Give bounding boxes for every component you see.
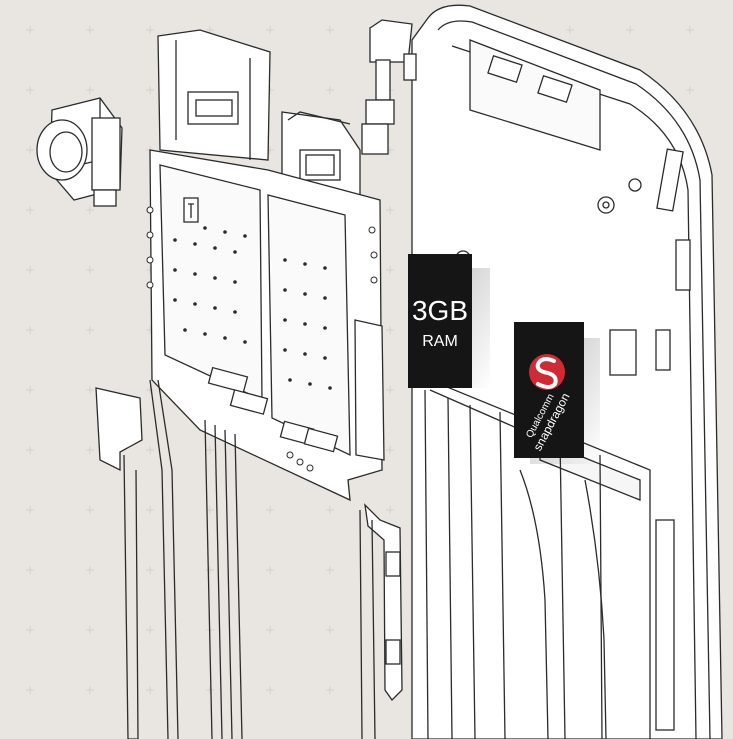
motherboard	[149, 29, 385, 502]
processor-chip: Qualcomm snapdragon	[514, 322, 600, 464]
front-camera	[361, 19, 417, 155]
ram-chip-body	[408, 254, 472, 388]
ram-chip: 3GB RAM	[408, 254, 490, 388]
shield-dots-right	[283, 258, 332, 390]
snapdragon-logo-icon	[529, 354, 565, 390]
ram-type-label: RAM	[422, 333, 458, 350]
flex-cables	[95, 379, 403, 739]
board-edge-holes	[146, 206, 378, 472]
ram-capacity-label: 3GB	[412, 295, 468, 326]
processor-chip-body	[514, 322, 584, 458]
camera-module	[36, 97, 123, 207]
shield-dots-left	[173, 226, 247, 344]
